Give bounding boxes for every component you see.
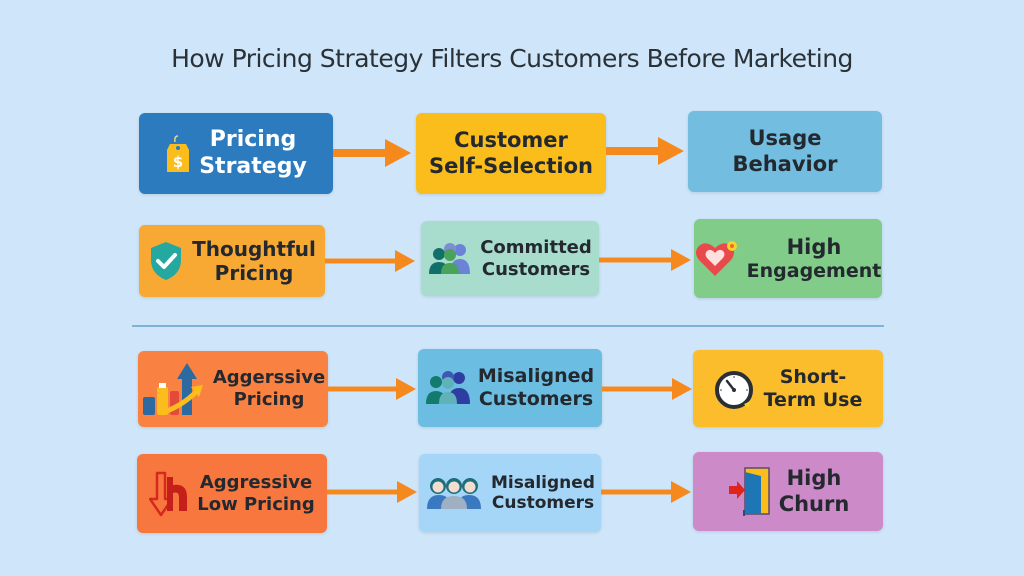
section-divider xyxy=(132,325,884,327)
node-aggressive-pricing: Aggerssive Pricing xyxy=(138,351,328,427)
heart-icon xyxy=(695,240,737,276)
node-label: Aggressive Low Pricing xyxy=(197,471,315,515)
flow-arrow xyxy=(325,250,415,272)
node-committed-customers: Committed Customers xyxy=(421,221,599,296)
shield-check-icon xyxy=(151,242,182,280)
node-label: Usage Behavior xyxy=(732,126,838,176)
node-high-churn: High Churn xyxy=(693,452,883,531)
flow-arrow xyxy=(601,481,691,503)
node-thoughtful-pricing: Thoughtful Pricing xyxy=(139,225,325,297)
node-misaligned-customers-2: Misaligned Customers xyxy=(419,454,601,532)
svg-text:$: $ xyxy=(173,153,183,171)
rising-bars-arrow-icon xyxy=(142,363,203,416)
price-tag-dollar-icon: $ xyxy=(167,134,190,172)
node-label: Pricing Strategy xyxy=(199,127,307,179)
flow-arrow xyxy=(328,378,416,400)
down-arrow-icon xyxy=(149,471,188,516)
node-aggressive-low-pricing: Aggressive Low Pricing xyxy=(137,454,327,533)
node-high-engagement: High Engagement xyxy=(694,219,882,298)
node-usage-behavior: Usage Behavior xyxy=(688,111,882,192)
users-group-icon xyxy=(429,242,471,274)
node-short-term-use: Short- Term Use xyxy=(693,350,883,427)
exit-door-icon xyxy=(728,466,770,516)
node-label: Short- Term Use xyxy=(763,365,863,411)
node-customer-self-selection: Customer Self-Selection xyxy=(416,113,606,194)
diagram-title: How Pricing Strategy Filters Customers B… xyxy=(171,44,853,73)
flow-arrow xyxy=(333,139,411,167)
node-label: Misaligned Customers xyxy=(477,365,595,410)
flow-arrow xyxy=(599,249,691,271)
flow-arrow xyxy=(327,481,417,503)
node-misaligned-customers-1: Misaligned Customers xyxy=(418,349,602,427)
users-group-icon xyxy=(425,371,470,404)
node-pricing-strategy: $ Pricing Strategy xyxy=(139,113,333,194)
node-label: Misaligned Customers xyxy=(491,472,595,513)
stopwatch-icon xyxy=(714,370,753,409)
flow-arrow xyxy=(606,137,684,165)
node-label: Customer Self-Selection xyxy=(429,128,593,178)
node-label: Aggerssive Pricing xyxy=(212,367,326,410)
node-label: High Engagement xyxy=(746,234,882,282)
users-trio-icon xyxy=(427,478,482,509)
node-label: High Churn xyxy=(778,466,850,516)
node-label: Thoughtful Pricing xyxy=(192,237,316,285)
flow-arrow xyxy=(602,378,692,400)
node-label: Committed Customers xyxy=(480,236,592,280)
